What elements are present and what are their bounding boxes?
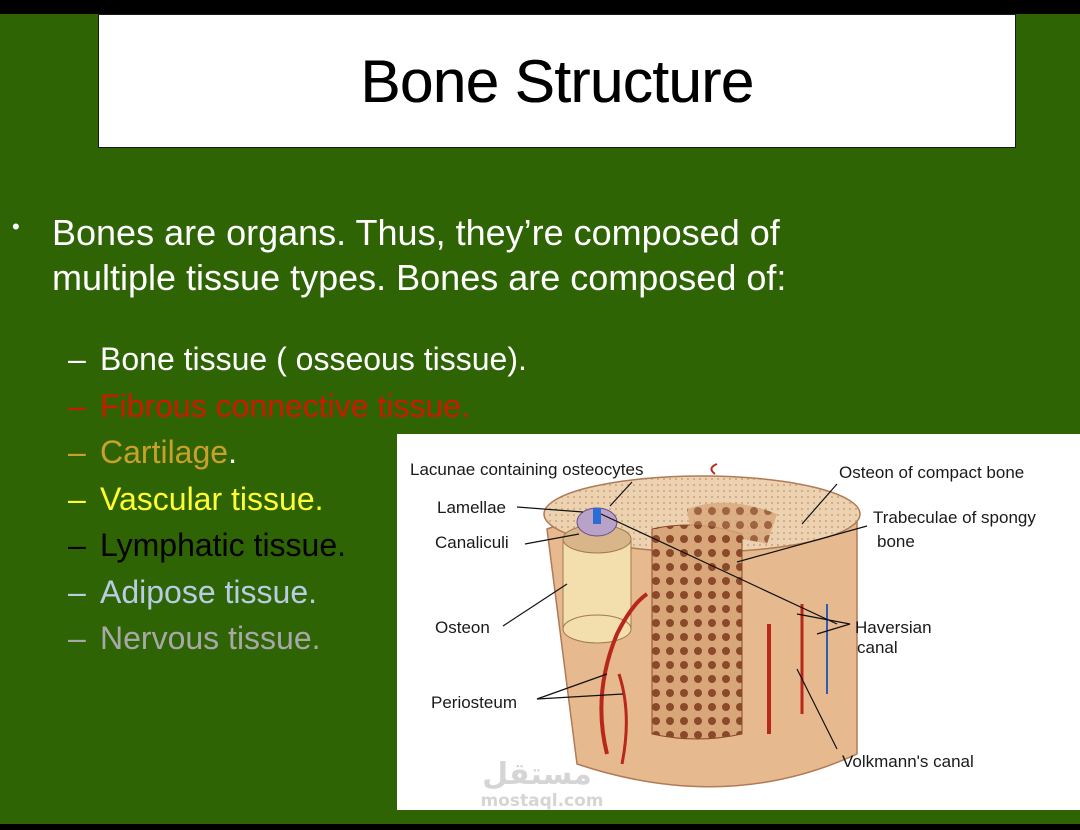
- bullet-dot-icon: •: [12, 214, 20, 239]
- label-haversian-line1: Haversian: [855, 618, 932, 637]
- label-haversian-line2: canal: [857, 638, 898, 657]
- label-osteon: Osteon: [435, 618, 490, 637]
- list-item: –Adipose tissue.: [68, 569, 527, 616]
- list-item: –Vascular tissue.: [68, 476, 527, 523]
- watermark-arabic: مستقل: [482, 757, 592, 792]
- dash-icon: –: [68, 341, 86, 377]
- tissue-adipose: Adipose tissue.: [100, 573, 318, 610]
- intro-text: Bones are organs. Thus, they’re composed…: [52, 212, 787, 298]
- list-item: –Cartilage.: [68, 429, 527, 476]
- label-volkmann: Volkmann's canal: [842, 752, 974, 771]
- watermark: مستقل mostaql.com: [480, 757, 603, 810]
- tissue-nervous: Nervous tissue.: [100, 620, 321, 656]
- list-item: –Nervous tissue.: [68, 615, 527, 662]
- label-periosteum: Periosteum: [431, 693, 517, 712]
- tissue-bone: Bone tissue ( osseous tissue).: [100, 341, 527, 377]
- list-item: –Bone tissue ( osseous tissue).: [68, 336, 527, 383]
- dash-icon: –: [68, 480, 86, 517]
- bone-diagram: Lacunae containing osteocytes Lamellae C…: [397, 434, 1080, 810]
- tissue-vascular: Vascular tissue.: [100, 480, 324, 517]
- label-osteon-compact: Osteon of compact bone: [839, 463, 1024, 482]
- dash-icon: –: [68, 434, 86, 470]
- label-trabeculae-line1: Trabeculae of spongy: [873, 508, 1036, 527]
- cartilage-period: .: [228, 434, 237, 470]
- title-box: Bone Structure: [98, 14, 1016, 148]
- tissue-cartilage: Cartilage: [100, 434, 229, 470]
- tissue-lymphatic: Lymphatic tissue.: [100, 527, 347, 563]
- label-lamellae: Lamellae: [437, 498, 506, 517]
- dash-icon: –: [68, 620, 86, 656]
- dash-icon: –: [68, 387, 86, 424]
- slide-title: Bone Structure: [360, 47, 754, 115]
- label-lacunae: Lacunae containing osteocytes: [410, 460, 643, 479]
- list-item: –Fibrous connective tissue.: [68, 383, 527, 430]
- label-canaliculi: Canaliculi: [435, 533, 509, 552]
- label-trabeculae-line2: bone: [877, 532, 915, 551]
- dash-icon: –: [68, 527, 86, 563]
- list-item: –Lymphatic tissue.: [68, 522, 527, 569]
- bone-section-illustration: [543, 463, 861, 788]
- main-bullet: • Bones are organs. Thus, they’re compos…: [12, 210, 872, 300]
- tissue-fibrous: Fibrous connective tissue.: [100, 387, 470, 424]
- dash-icon: –: [68, 573, 86, 610]
- tissue-list: –Bone tissue ( osseous tissue). –Fibrous…: [68, 336, 527, 662]
- watermark-latin: mostaql.com: [480, 791, 603, 810]
